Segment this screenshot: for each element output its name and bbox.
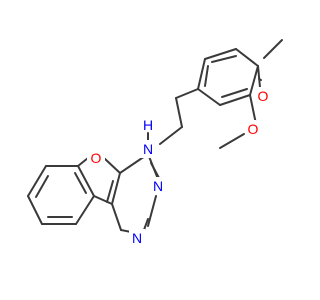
amine-hydrogen-label: H: [143, 117, 153, 133]
bond-lines: [27, 39, 283, 239]
bond: [111, 172, 121, 205]
bond: [204, 48, 237, 60]
label-background: [245, 120, 261, 138]
methoxy-oxygen-top-label: O: [258, 88, 269, 104]
methoxy-oxygen-bottom-label: O: [248, 121, 259, 137]
bond: [27, 165, 47, 197]
label-background: [87, 149, 105, 167]
bond: [263, 39, 283, 59]
amine-nitrogen-label: N: [143, 141, 153, 157]
bond: [106, 180, 114, 203]
bond: [75, 195, 95, 225]
bond: [258, 78, 262, 81]
pyrimidine-nitrogen-upper-label: N: [153, 178, 163, 194]
bond: [103, 157, 121, 174]
bond: [197, 88, 221, 106]
label-background: [255, 87, 271, 105]
label-background: [129, 229, 145, 247]
bond: [221, 88, 248, 98]
bond: [93, 195, 113, 205]
bond: [77, 157, 89, 167]
bond: [74, 172, 87, 194]
label-background: [140, 140, 156, 158]
bond: [249, 94, 257, 125]
molecule-structure-diagram: O N N N H O O: [27, 39, 283, 247]
bond: [150, 162, 160, 179]
bond: [235, 48, 259, 67]
bond: [197, 58, 206, 90]
bond: [27, 195, 43, 225]
label-background: [150, 177, 166, 195]
bond: [249, 65, 259, 96]
bond: [35, 175, 49, 198]
bond: [159, 126, 183, 145]
bond: [111, 203, 122, 231]
bond: [204, 65, 209, 87]
bond: [175, 97, 183, 128]
bond: [77, 165, 95, 197]
bond: [219, 133, 245, 149]
bond: [175, 88, 199, 99]
bond: [147, 195, 157, 227]
bond: [211, 55, 237, 63]
furan-oxygen-label: O: [91, 150, 102, 166]
atom-labels: O N N N H O O: [87, 87, 271, 247]
bond: [219, 94, 251, 106]
pyrimidine-nitrogen-lower-label: N: [132, 230, 142, 246]
